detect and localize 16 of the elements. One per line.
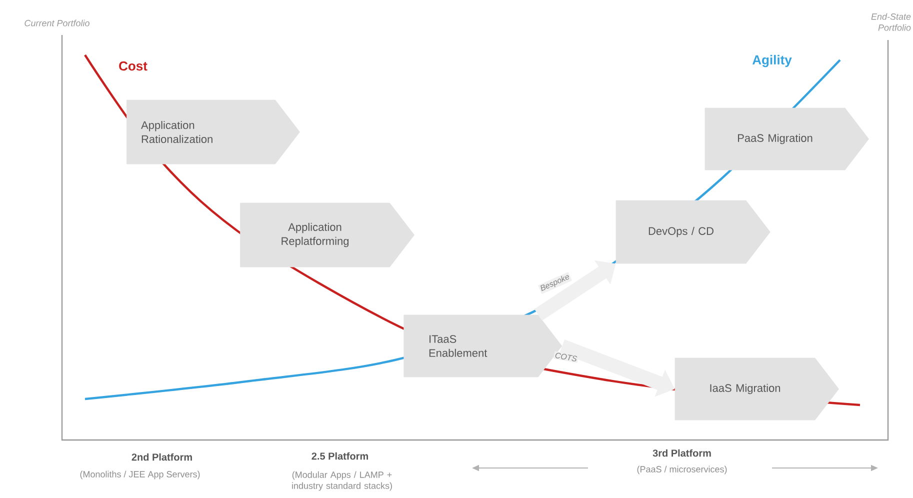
axis-label: End-State Portfolio bbox=[871, 13, 911, 31]
platform-label: 2.5 Platform bbox=[312, 452, 368, 460]
curve-label: Cost bbox=[119, 61, 148, 71]
platform-description: (PaaS / microservices) bbox=[637, 466, 727, 474]
step-arrow-box: Application Rationalization bbox=[126, 100, 300, 164]
step-arrow-box: PaaS Migration bbox=[704, 108, 869, 170]
step-arrow-box: Application Replatforming bbox=[240, 202, 414, 268]
platform-description: (Monoliths / JEE App Servers) bbox=[80, 470, 200, 480]
step-arrow-box: IaaS Migration bbox=[674, 358, 839, 420]
platform-label: 2nd Platform bbox=[132, 453, 192, 461]
platform-description: (Modular Apps / LAMP + industry standard stacks) bbox=[292, 471, 392, 491]
edge-label: COTS bbox=[553, 351, 579, 363]
platform-label: 3rd Platform bbox=[652, 449, 711, 457]
curve-label: Agility bbox=[752, 54, 792, 68]
step-arrow-box: DevOps / CD bbox=[616, 200, 770, 264]
axis-label: Current Portfolio bbox=[24, 20, 90, 26]
